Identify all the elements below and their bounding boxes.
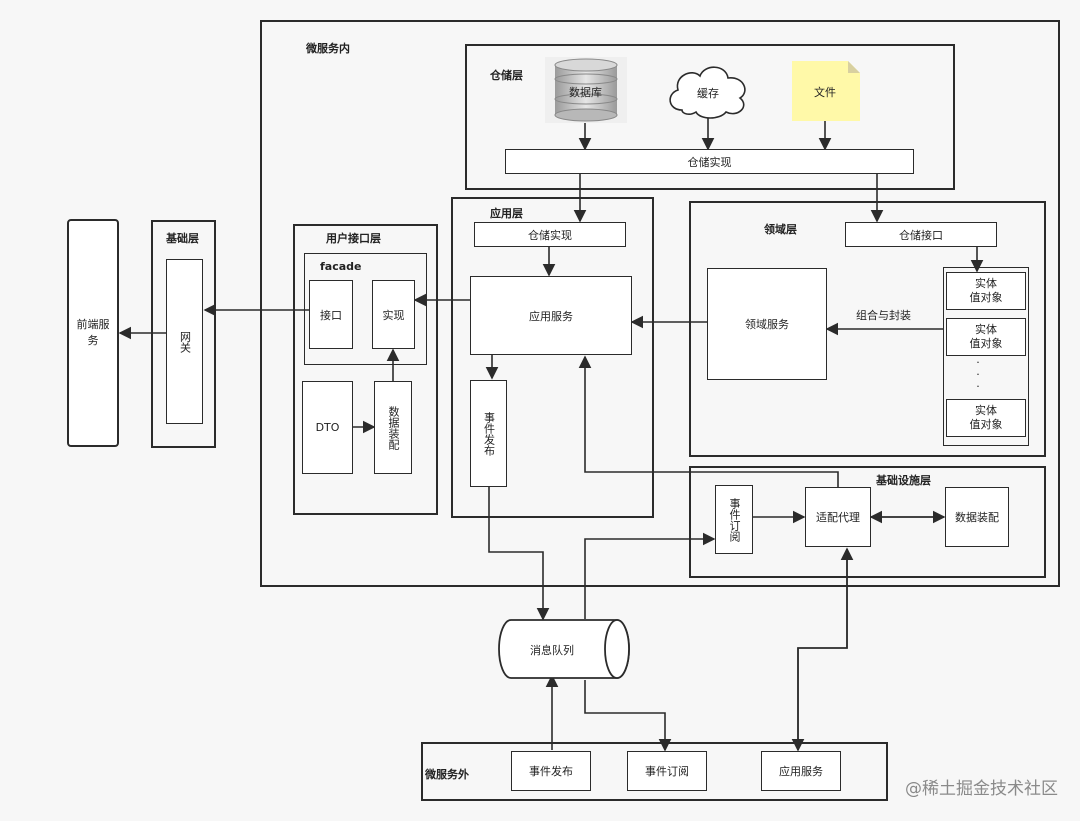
arrow-adapter-to-outer-app (791, 549, 848, 752)
infra-layer-label: 基础设施层 (876, 474, 931, 487)
watermark: @稀土掘金技术社区 (905, 779, 1058, 799)
outer-layer (421, 742, 888, 801)
cache-label: 缓存 (697, 87, 719, 100)
frontend-service: 前端服务 (67, 219, 119, 447)
storage-repo-impl: 仓储实现 (505, 149, 914, 174)
facade-box (304, 253, 427, 365)
file-note-icon (792, 61, 860, 121)
file-label: 文件 (814, 86, 836, 99)
entity-value-object-1: 实体 值对象 (946, 272, 1026, 310)
entity-group (943, 267, 1029, 446)
storage-layer (465, 44, 955, 190)
message-queue-label: 消息队列 (530, 644, 574, 657)
database-icon (545, 57, 627, 123)
app-layer (451, 197, 654, 518)
outer-layer-label: 微服务外 (425, 768, 469, 781)
storage-layer-label: 仓储层 (490, 69, 523, 82)
outer-event-publish: 事件发布 (511, 751, 591, 791)
ui-assembler-label: 数据装配 (387, 405, 400, 450)
ui-assembler: 数据装配 (374, 381, 412, 474)
infra-layer (689, 466, 1046, 578)
microservice-inner-label: 微服务内 (306, 42, 350, 55)
arrow-adapter-to-app (578, 355, 839, 487)
compose-label: 组合与封装 (856, 309, 911, 322)
domain-repo-interface: 仓储接口 (845, 222, 997, 247)
adapter-proxy: 适配代理 (805, 487, 871, 547)
app-event-publish: 事件发布 (470, 380, 507, 487)
facade-label: facade (320, 260, 362, 273)
infra-event-subscribe: 事件订阅 (715, 485, 753, 554)
app-layer-label: 应用层 (490, 207, 523, 220)
ui-layer-label: 用户接口层 (326, 232, 381, 245)
entity-ellipsis: . . . (976, 353, 980, 390)
arrow-mq-to-subscribe (584, 532, 716, 619)
infra-event-subscribe-label: 事件订阅 (728, 497, 741, 542)
database-label: 数据库 (569, 86, 602, 99)
outer-event-subscribe: 事件订阅 (627, 751, 707, 791)
gateway: 网关 (166, 259, 203, 424)
entity-value-object-3: 实体 值对象 (946, 399, 1026, 437)
gateway-label: 网关 (178, 330, 192, 353)
domain-layer (689, 201, 1046, 457)
domain-layer-label: 领域层 (764, 223, 797, 236)
domain-service: 领域服务 (707, 268, 827, 380)
outer-app-service: 应用服务 (761, 751, 841, 791)
infra-data-assembly: 数据装配 (945, 487, 1009, 547)
ui-layer (293, 224, 438, 515)
ui-dto: DTO (302, 381, 353, 474)
app-event-publish-label: 事件发布 (482, 411, 496, 456)
ui-interface: 接口 (309, 280, 353, 349)
base-layer-label: 基础层 (166, 232, 199, 245)
app-repo-impl: 仓储实现 (474, 222, 626, 247)
frontend-service-label: 前端服务 (76, 318, 110, 347)
entity-value-object-2: 实体 值对象 (946, 318, 1026, 356)
arrow-mq-to-outer-subscribe (584, 680, 672, 752)
base-layer (151, 220, 216, 448)
ui-impl: 实现 (372, 280, 415, 349)
microservice-inner-container (260, 20, 1060, 587)
message-queue (498, 619, 630, 679)
app-service: 应用服务 (470, 276, 632, 355)
database-cylinder (554, 58, 618, 122)
cache-cloud-icon (669, 66, 746, 119)
